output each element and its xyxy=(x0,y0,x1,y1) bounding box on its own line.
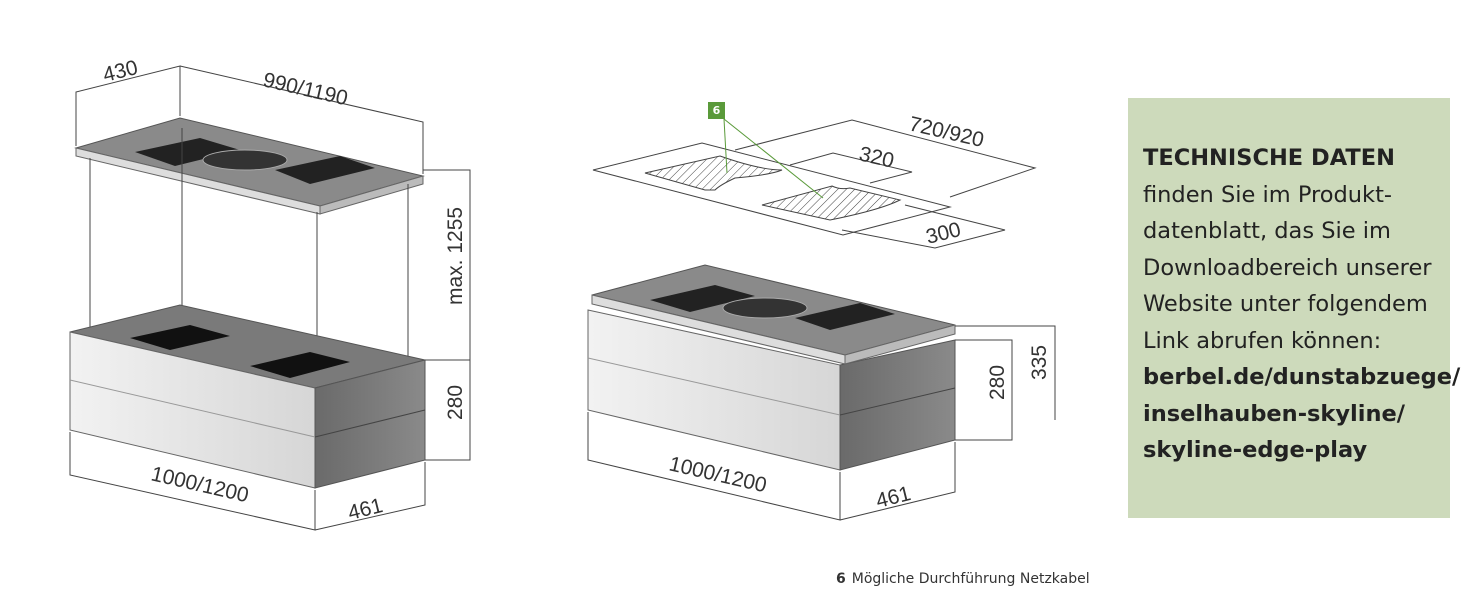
caption-text: Mögliche Durchführung Netzkabel xyxy=(851,571,1090,587)
dim-height-total: 335 xyxy=(1028,345,1051,380)
info-link-line: skyline-edge-play xyxy=(1143,437,1368,463)
figure-caption: 6 Mögliche Durchführung Netzkabel xyxy=(836,571,1090,587)
hood-box xyxy=(587,264,956,471)
info-link-line: inselhauben-skyline/ xyxy=(1143,400,1405,427)
caption-number: 6 xyxy=(836,571,846,587)
info-line: Link abrufen können: xyxy=(1143,327,1382,354)
dim-depth-box: 461 xyxy=(346,494,386,525)
right-hood-drawing: 720/920 320 300 280 335 1000/1200 461 xyxy=(587,112,1056,521)
info-link-line: berbel.de/dunstabzuege/ xyxy=(1143,364,1461,390)
dim-height-box: 280 xyxy=(444,385,467,420)
lower-box xyxy=(69,304,426,489)
dim-height-box-right: 280 xyxy=(986,365,1009,400)
dim-cutout-320: 320 xyxy=(857,142,896,172)
dimension-lines-right xyxy=(587,325,1056,521)
info-line: Website unter folgendem xyxy=(1143,291,1428,317)
technical-data-box: TECHNISCHE DATEN finden Sie im Produkt- … xyxy=(1128,98,1461,518)
info-line: finden Sie im Produkt- xyxy=(1143,181,1393,208)
callout-badge-6: 6 xyxy=(708,102,725,119)
info-line: Downloadbereich unserer xyxy=(1143,254,1432,281)
cutout-plan xyxy=(592,118,1037,249)
dimension-lines xyxy=(69,65,471,531)
top-panel xyxy=(74,117,425,215)
dim-cutout-width: 720/920 xyxy=(907,112,986,151)
dim-cutout-300: 300 xyxy=(924,218,964,249)
dim-width-top: 990/1190 xyxy=(261,68,350,110)
info-line: datenblatt, das Sie im xyxy=(1143,218,1391,244)
info-heading: TECHNISCHE DATEN xyxy=(1143,145,1395,171)
left-hood-drawing: 430 990/1190 max. 1255 280 1000/1200 461 xyxy=(69,56,471,531)
dim-depth-box-right: 461 xyxy=(874,482,914,513)
dim-height-max: max. 1255 xyxy=(444,207,467,305)
dim-depth-top: 430 xyxy=(101,56,141,87)
